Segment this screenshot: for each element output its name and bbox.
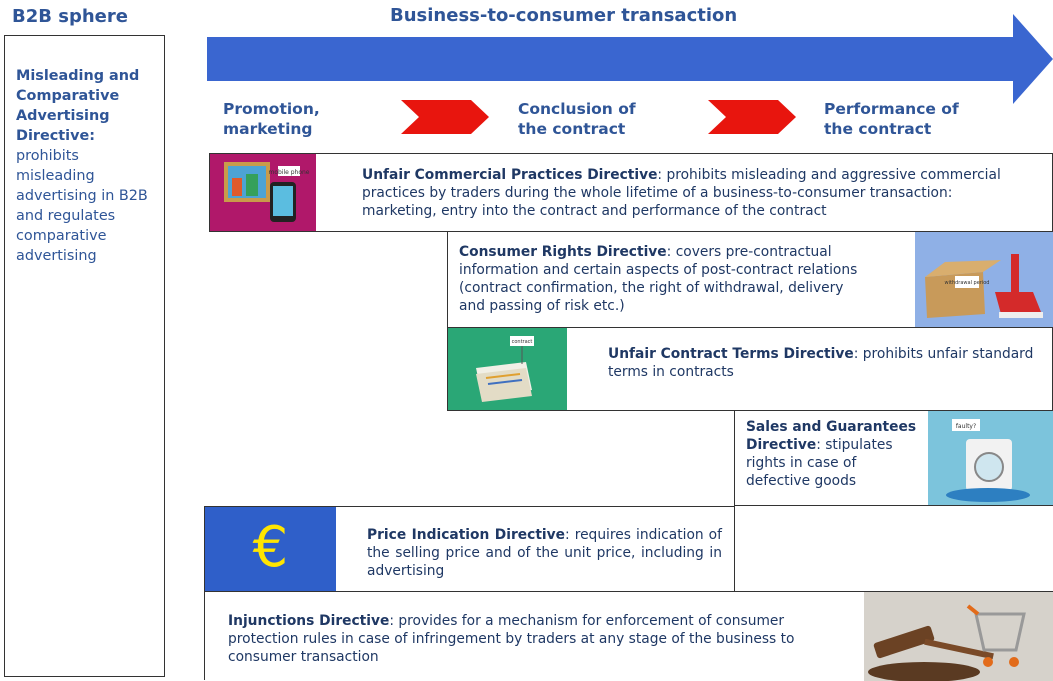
sgd-image: faulty? <box>928 411 1053 505</box>
crd-name: Consumer Rights Directive <box>459 244 667 260</box>
pid-box: € Price Indication Directive: requires i… <box>204 506 735 592</box>
uctd-text: Unfair Contract Terms Directive: prohibi… <box>608 345 1036 381</box>
stage-chevron-1 <box>401 100 489 134</box>
b2b-directive-text: prohibits misleading advertising in B2B … <box>16 148 148 264</box>
transaction-arrow <box>207 14 1053 104</box>
uctd-sign-text: contract <box>512 339 533 345</box>
pid-text: Price Indication Directive: requires ind… <box>367 526 722 580</box>
injunctions-image <box>864 592 1053 681</box>
sgd-box: Sales and Guarantees Directive: stipulat… <box>734 410 1053 506</box>
ucpd-sign-text: mobile phone <box>268 169 309 176</box>
b2b-directive-name: Misleading and Comparative Advertising D… <box>16 68 140 144</box>
uctd-image: contract <box>448 328 567 410</box>
injunctions-text: Injunctions Directive: provides for a me… <box>228 612 818 666</box>
stage-promotion: Promotion, marketing <box>223 100 320 138</box>
sgd-sign-text: faulty? <box>956 423 976 430</box>
stage-conclusion: Conclusion of the contract <box>518 100 636 138</box>
ucpd-text: Unfair Commercial Practices Directive: p… <box>362 166 1022 220</box>
ucpd-desc: : prohibits misleading and aggressive co… <box>362 167 1001 219</box>
injunctions-name: Injunctions Directive <box>228 613 390 629</box>
ucpd-image: mobile phone <box>210 154 316 231</box>
crd-desc: : covers pre-contractual information and… <box>459 244 858 314</box>
stage-chevron-2 <box>708 100 796 134</box>
pid-name: Price Indication Directive <box>367 527 565 543</box>
b2b-sphere-box: Misleading and Comparative Advertising D… <box>4 35 165 677</box>
uctd-box: contract Unfair Contract Terms Directive… <box>447 327 1053 411</box>
euro-icon: € <box>252 515 289 580</box>
b2c-transaction-title: Business-to-consumer transaction <box>390 5 738 26</box>
injunctions-desc: : provides for a mechanism for enforceme… <box>228 613 795 665</box>
ucpd-box: mobile phone Unfair Commercial Practices… <box>209 153 1053 232</box>
injunctions-box: Injunctions Directive: provides for a me… <box>204 591 1053 681</box>
pid-desc: : requires indication of the selling pri… <box>367 527 722 579</box>
sgd-desc: : stipulates rights in case of defective… <box>746 437 893 489</box>
uctd-name: Unfair Contract Terms Directive <box>608 346 854 362</box>
crd-image: withdrawal period <box>915 232 1053 327</box>
sgd-text: Sales and Guarantees Directive: stipulat… <box>746 418 924 490</box>
sgd-name: Sales and Guarantees Directive <box>746 419 917 453</box>
b2b-sphere-title: B2B sphere <box>12 6 128 27</box>
uctd-desc: : prohibits unfair standard terms in con… <box>608 346 1034 380</box>
ucpd-name: Unfair Commercial Practices Directive <box>362 167 658 183</box>
crd-box: Consumer Rights Directive: covers pre-co… <box>447 231 1053 328</box>
euro-image: € <box>205 507 336 591</box>
stage-performance: Performance of the contract <box>824 100 959 138</box>
crd-sign-text: withdrawal period <box>945 280 990 286</box>
crd-text: Consumer Rights Directive: covers pre-co… <box>459 243 861 315</box>
